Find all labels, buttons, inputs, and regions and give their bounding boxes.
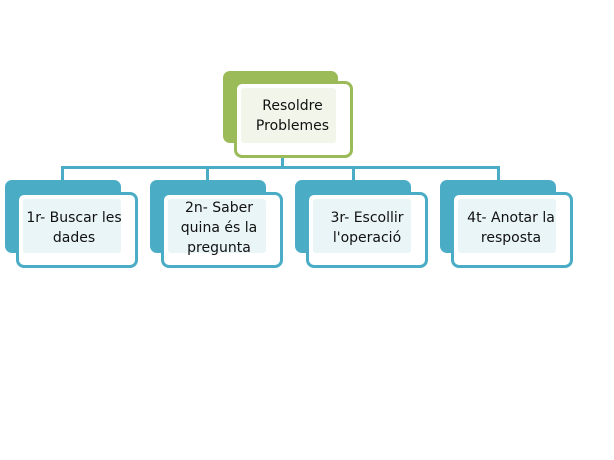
child-node-4: 4t- Anotar la resposta	[451, 192, 573, 268]
root-node: Resoldre Problemes	[234, 81, 353, 158]
connector-drop	[206, 166, 209, 182]
child-node-label: 1r- Buscar les dades	[26, 210, 122, 246]
child-node-3: 3r- Escollir l'operació	[306, 192, 428, 268]
child-node-label: 3r- Escollir l'operació	[330, 210, 404, 246]
child-node-1: 1r- Buscar les dades	[16, 192, 138, 268]
connector-trunk	[281, 152, 284, 169]
connector-horizontal	[61, 166, 500, 169]
connector-drop	[352, 166, 355, 182]
child-node-label: 4t- Anotar la resposta	[467, 210, 555, 246]
connector-drop	[61, 166, 64, 182]
root-node-label: Resoldre Problemes	[255, 97, 330, 134]
child-node-2: 2n- Saber quina és la pregunta	[161, 192, 283, 268]
connector-drop	[497, 166, 500, 182]
child-node-label: 2n- Saber quina és la pregunta	[180, 200, 258, 256]
